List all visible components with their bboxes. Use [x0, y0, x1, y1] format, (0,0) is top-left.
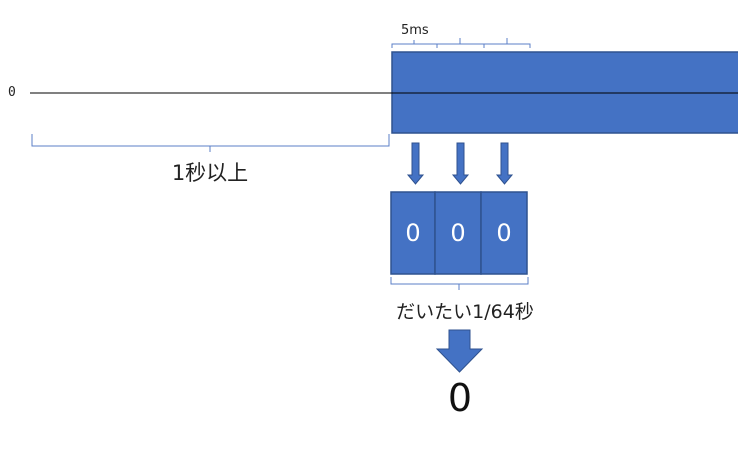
cell-value: 0 — [496, 219, 512, 247]
result-value: 0 — [447, 376, 473, 420]
down-arrow-icon — [451, 142, 470, 185]
zero-axis-label: 0 — [8, 85, 16, 100]
down-arrow-icon — [495, 142, 514, 185]
gap-label: 1秒以上 — [171, 161, 249, 185]
interval-label: 5ms — [401, 23, 429, 38]
big-down-arrow-icon — [435, 329, 484, 373]
sample-cells — [390, 191, 528, 275]
window-bracket — [390, 277, 529, 290]
sample-arrows — [406, 142, 514, 185]
window-label: だいたい1/64秒 — [396, 301, 534, 323]
gap-bracket — [31, 134, 390, 152]
cell-value: 0 — [450, 219, 466, 247]
interval-brackets — [391, 38, 531, 48]
cell-value: 0 — [405, 219, 421, 247]
down-arrow-icon — [406, 142, 425, 185]
